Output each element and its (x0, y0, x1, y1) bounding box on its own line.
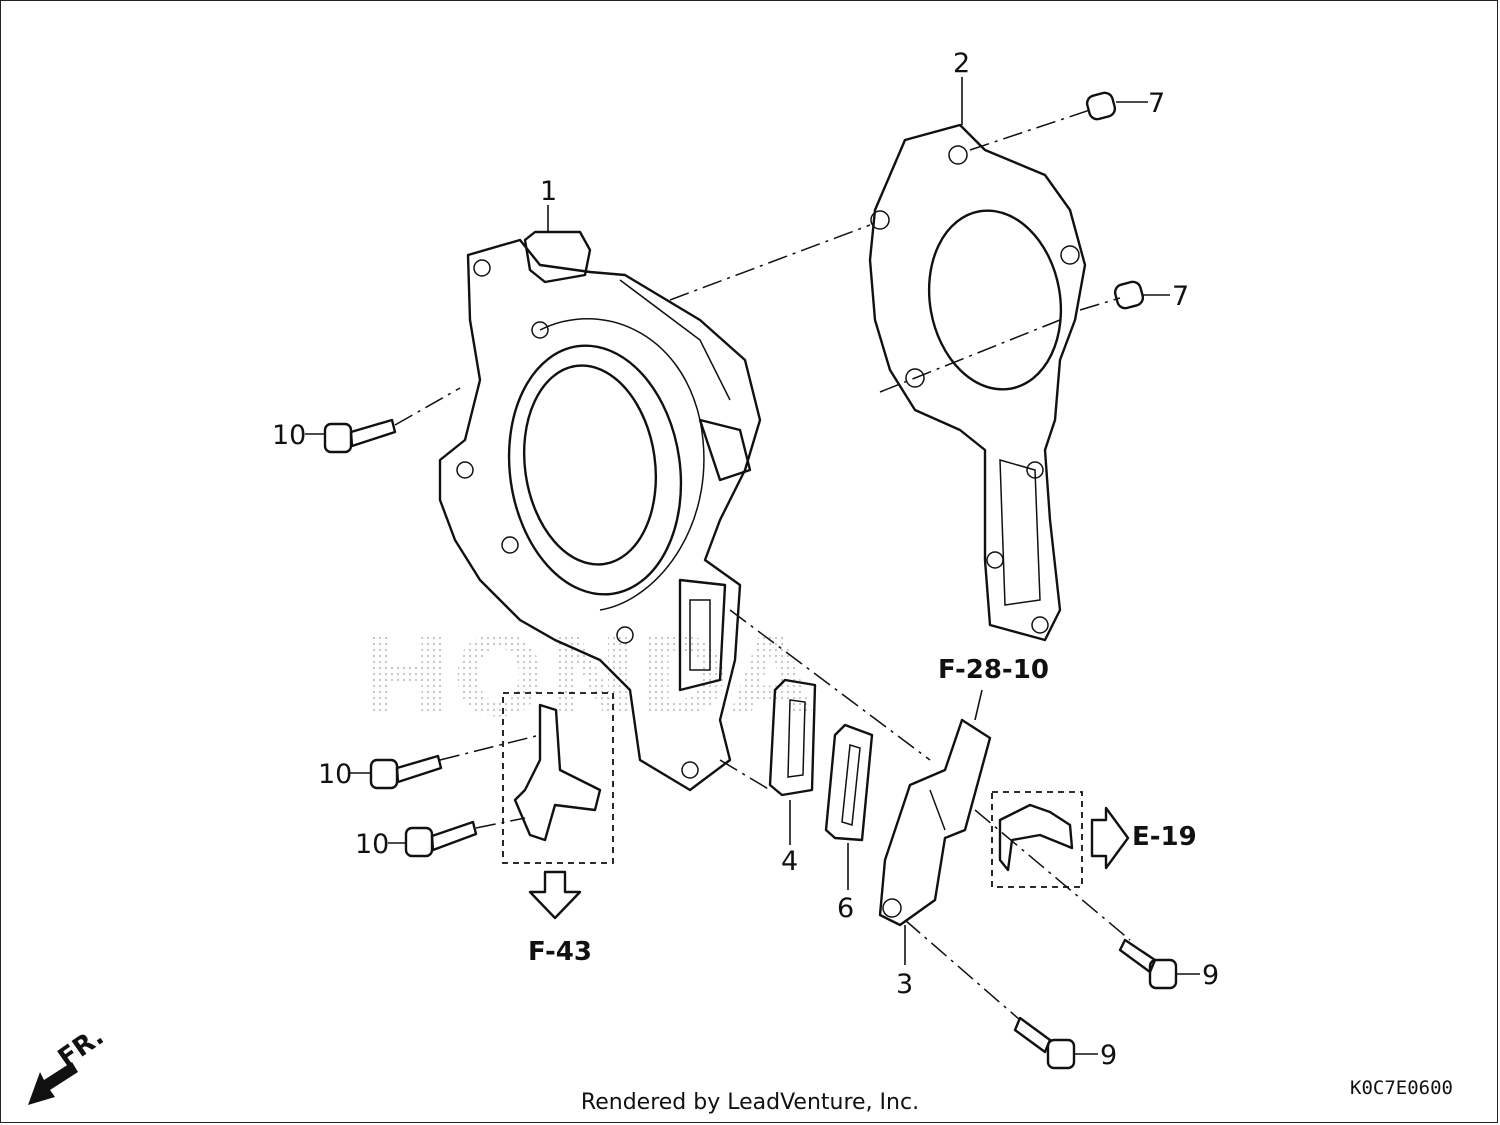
leader-lines (305, 77, 1200, 1055)
callout-6: 6 (837, 893, 854, 924)
callout-9-upper: 9 (1202, 960, 1219, 991)
callout-3: 3 (896, 969, 913, 1000)
bolt-right-lower (1013, 1016, 1076, 1070)
watermark: HONDA (360, 613, 814, 741)
gasket-part (868, 123, 1087, 642)
callout-4: 4 (781, 846, 798, 877)
bracket-part (991, 791, 1083, 888)
reference-f43: F-43 (528, 937, 592, 967)
dowel-pin-upper (1085, 91, 1117, 121)
footer-credit: Rendered by LeadVenture, Inc. (580, 1090, 920, 1115)
callout-10-upper: 10 (272, 420, 306, 451)
callout-10-mid: 10 (318, 759, 352, 790)
dowel-pin-lower (1113, 280, 1145, 310)
reference-e19: E-19 (1132, 822, 1197, 852)
reference-f28-10: F-28-10 (938, 655, 1049, 685)
reed-valve-part (768, 678, 817, 797)
bolt-mid-left (369, 754, 443, 790)
clamp-part (502, 692, 614, 864)
plate-part (878, 718, 992, 927)
callout-10-lower: 10 (355, 829, 389, 860)
bolt-right-upper (1118, 938, 1178, 990)
arrow-right-e19 (1090, 806, 1130, 870)
callout-9-lower: 9 (1100, 1040, 1117, 1071)
arrow-down-f43 (528, 870, 582, 920)
callout-1: 1 (540, 176, 557, 207)
drawing-code: K0C7E0600 (1350, 1077, 1453, 1099)
cylinder-part (438, 230, 762, 792)
bolt-upper-left (323, 418, 397, 454)
callout-7-lower: 7 (1172, 281, 1189, 312)
callout-7-upper: 7 (1148, 88, 1165, 119)
front-marker-label: FR. (53, 1022, 110, 1074)
reed-gasket-part (824, 723, 874, 842)
bolt-lower-left (404, 820, 478, 858)
callout-2: 2 (953, 48, 970, 79)
